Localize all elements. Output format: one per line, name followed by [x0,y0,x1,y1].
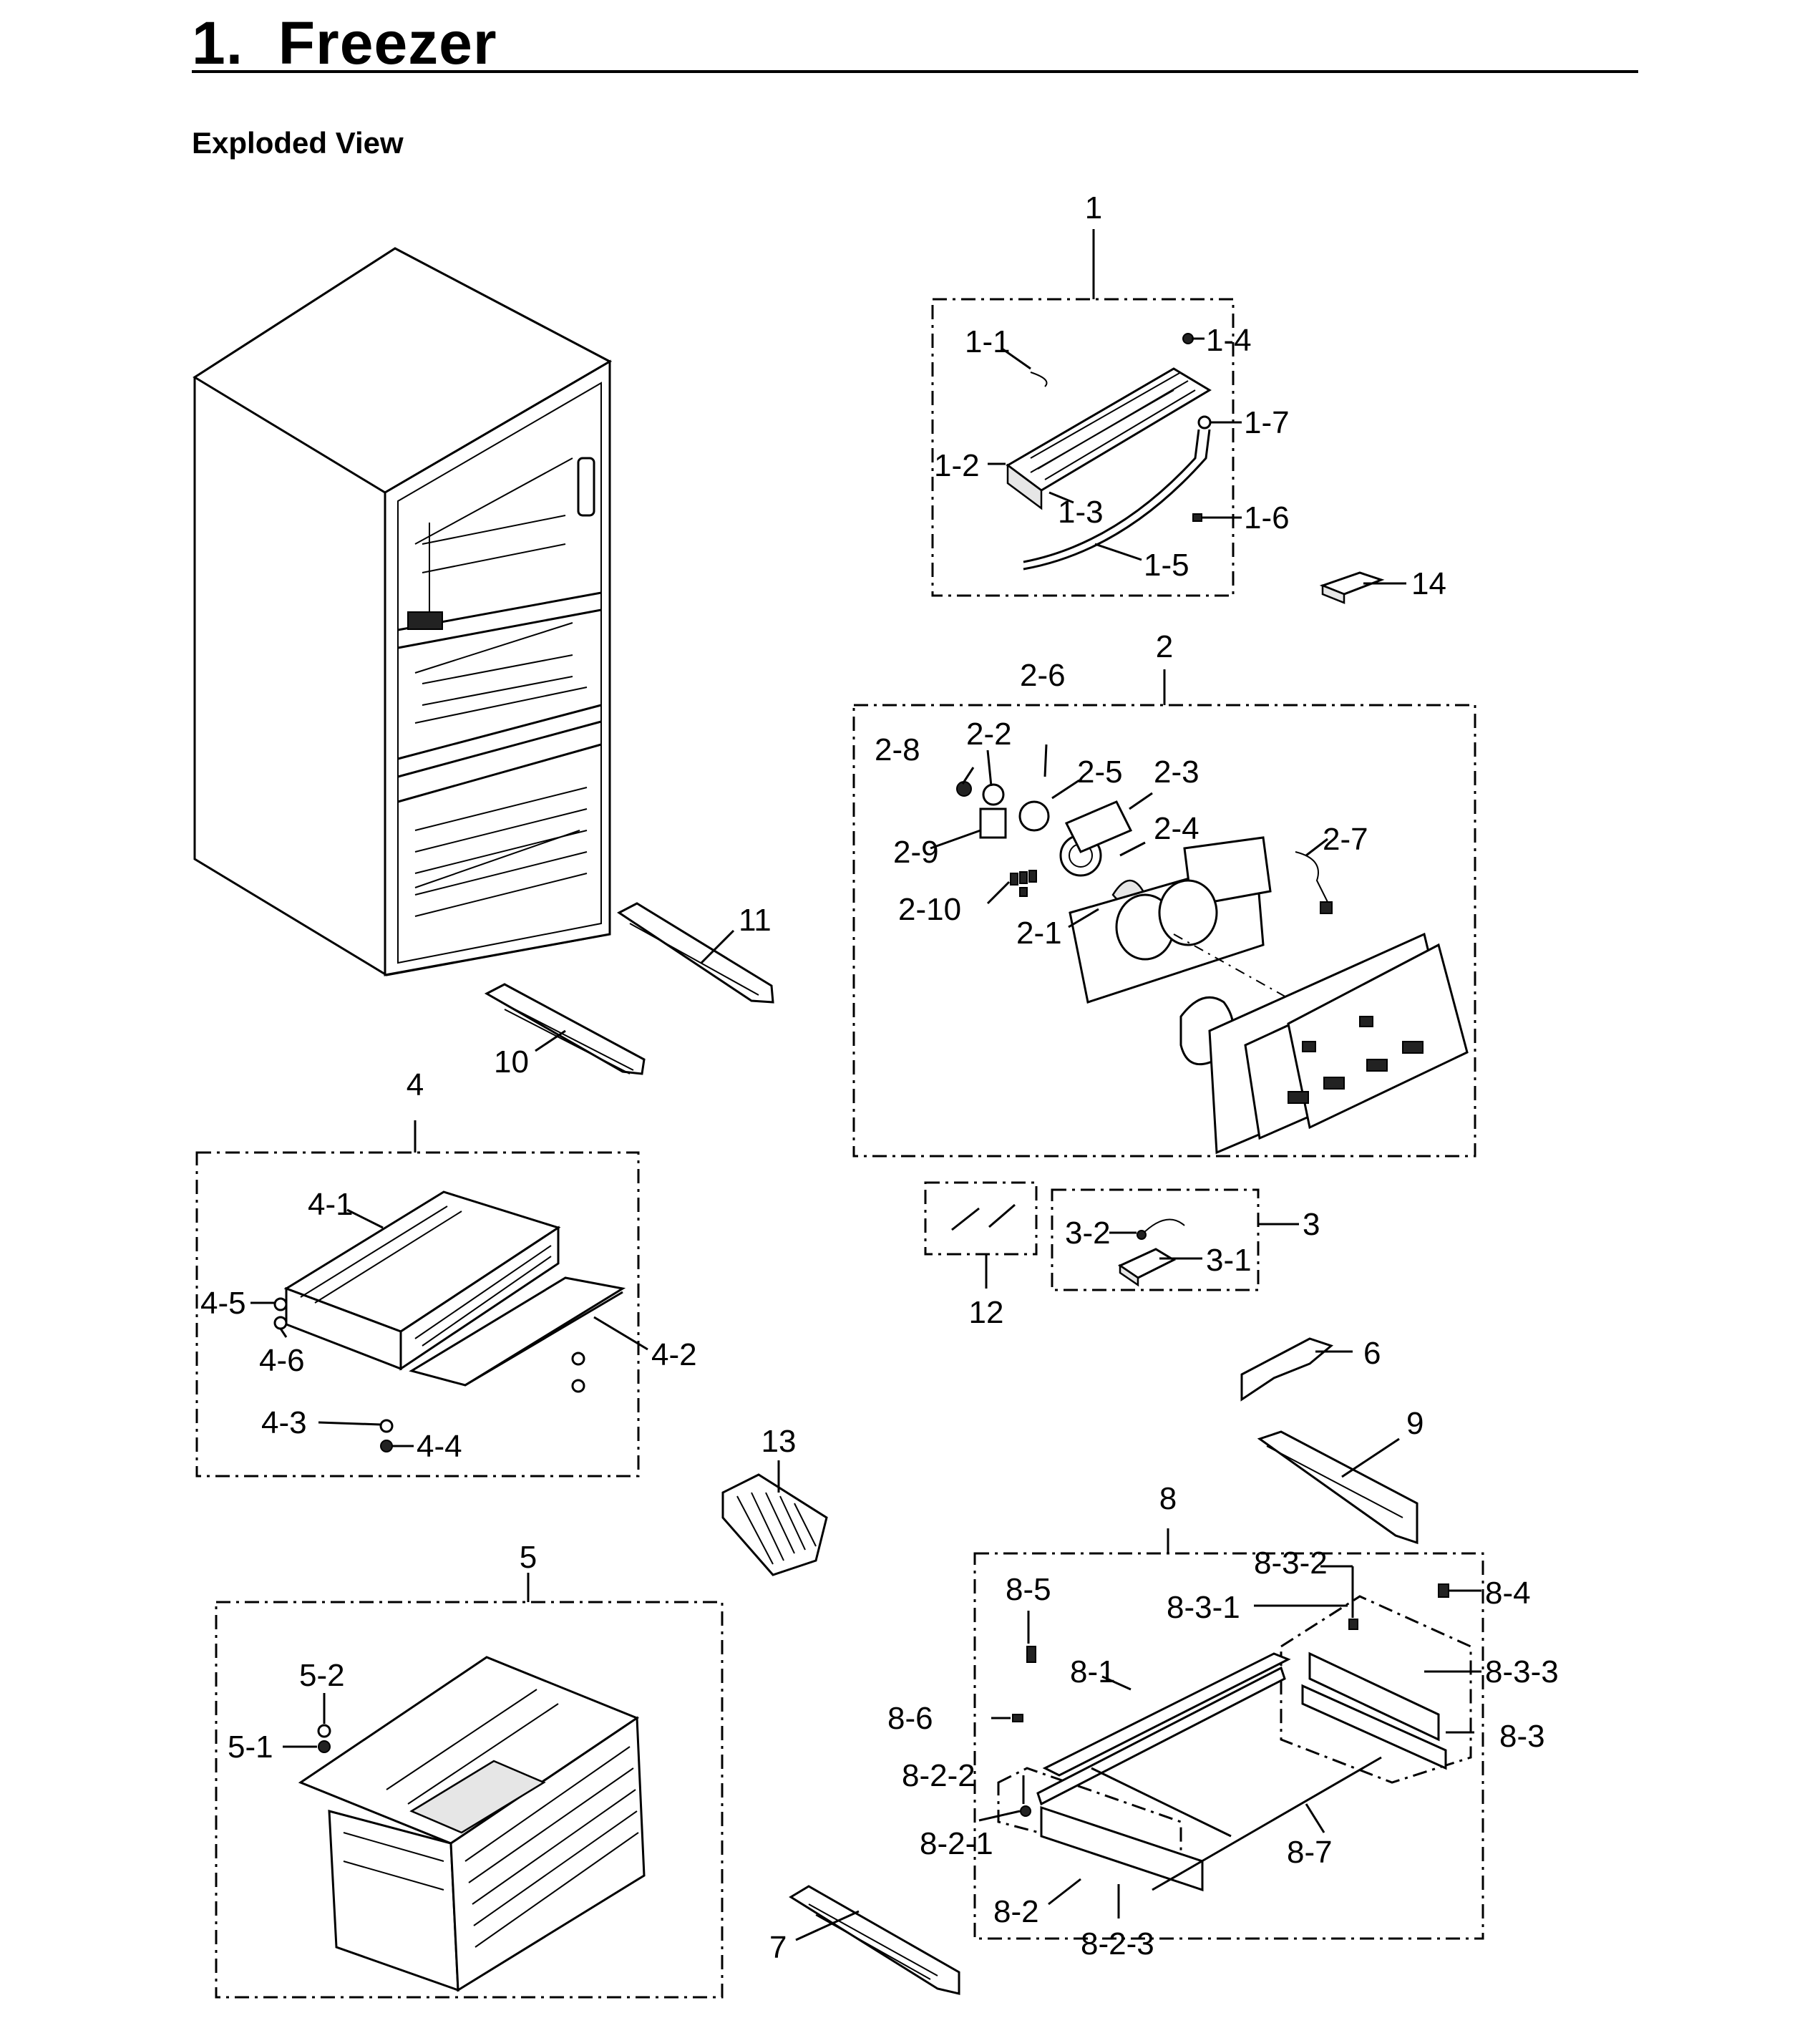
callout-2-3: 2-3 [1154,755,1199,790]
callout-8-2-1: 8-2-1 [920,1826,993,1861]
callout-1-3: 1-3 [1058,495,1104,530]
callout-2-8: 2-8 [875,732,920,767]
callout-3-2: 3-2 [1065,1216,1111,1251]
callout-2-5: 2-5 [1077,755,1123,790]
callout-5-1: 5-1 [228,1730,273,1765]
parts-10-11-drawing [484,902,774,1075]
callout-4: 4 [407,1067,424,1102]
callout-8-2-2: 8-2-2 [902,1758,975,1793]
part-13-drawing [721,1460,828,1576]
callout-4-6: 4-6 [259,1343,305,1378]
callout-8-7: 8-7 [1287,1835,1333,1870]
callout-3: 3 [1303,1207,1320,1242]
callout-14: 14 [1411,566,1446,601]
callout-8-1: 8-1 [1070,1654,1116,1689]
callout-8-2-3: 8-2-3 [1081,1926,1154,1961]
callout-4-1: 4-1 [308,1187,354,1222]
part-7-drawing [789,1885,960,1995]
group-4-upper-drawer-assembly [195,1120,648,1478]
callout-7: 7 [769,1930,787,1965]
callout-1-4: 1-4 [1206,323,1252,358]
callout-2-9: 2-9 [893,835,939,870]
group-1-evaporator-assembly [931,229,1242,597]
callout-6: 6 [1363,1336,1381,1371]
callout-8-3-2: 8-3-2 [1254,1546,1328,1581]
callout-1-2: 1-2 [934,448,980,483]
callout-8-4: 8-4 [1485,1576,1531,1611]
callout-2-2: 2-2 [966,717,1012,752]
callout-1: 1 [1085,190,1102,225]
callout-12: 12 [969,1295,1004,1330]
callout-11: 11 [739,903,772,938]
callout-13: 13 [761,1424,797,1459]
callout-9: 9 [1406,1406,1424,1441]
group-5-lower-basket-assembly [215,1573,724,1999]
refrigerator-cabinet-drawing [193,247,613,976]
part-14-drawing [1319,571,1406,604]
callout-8-3-3: 8-3-3 [1485,1654,1559,1689]
page-subtitle: Exploded View [192,126,404,160]
callout-8-3-1: 8-3-1 [1167,1590,1240,1625]
callout-10: 10 [494,1044,529,1080]
callout-2-1: 2-1 [1016,916,1062,951]
callout-4-2: 4-2 [651,1337,697,1372]
callout-8-2: 8-2 [993,1894,1039,1929]
callout-8-6: 8-6 [887,1701,933,1736]
callout-1-6: 1-6 [1244,500,1290,535]
callout-8-3: 8-3 [1499,1719,1545,1754]
callout-5-2: 5-2 [299,1658,345,1693]
callout-2-4: 2-4 [1154,811,1199,846]
callout-1-7: 1-7 [1244,405,1290,440]
callout-2-7: 2-7 [1323,822,1368,857]
callout-3-1: 3-1 [1206,1243,1252,1278]
callout-4-4: 4-4 [417,1429,462,1464]
callout-2-10: 2-10 [898,892,961,927]
callout-1-1: 1-1 [965,324,1011,359]
title-rule [192,70,1638,73]
callout-5: 5 [520,1540,537,1575]
callout-1-5: 1-5 [1144,548,1189,583]
group-12-assembly [924,1181,1038,1289]
parts-6-9-drawing [1240,1337,1418,1545]
callout-4-5: 4-5 [200,1286,246,1321]
page-title: 1. Freezer [192,9,497,77]
group-2-fan-cover-assembly [852,669,1476,1158]
group-3-assembly [1051,1188,1299,1291]
callout-labels: 1 1-1 1-2 1-3 1-4 1-5 1-6 1-7 14 2 2-1 2… [200,190,1559,1965]
callout-2: 2 [1156,629,1173,664]
callout-8: 8 [1159,1481,1177,1516]
group-8-rail-assembly [973,1528,1484,1940]
callout-8-5: 8-5 [1006,1572,1051,1607]
callout-4-3: 4-3 [261,1405,307,1440]
callout-2-6: 2-6 [1020,658,1066,693]
